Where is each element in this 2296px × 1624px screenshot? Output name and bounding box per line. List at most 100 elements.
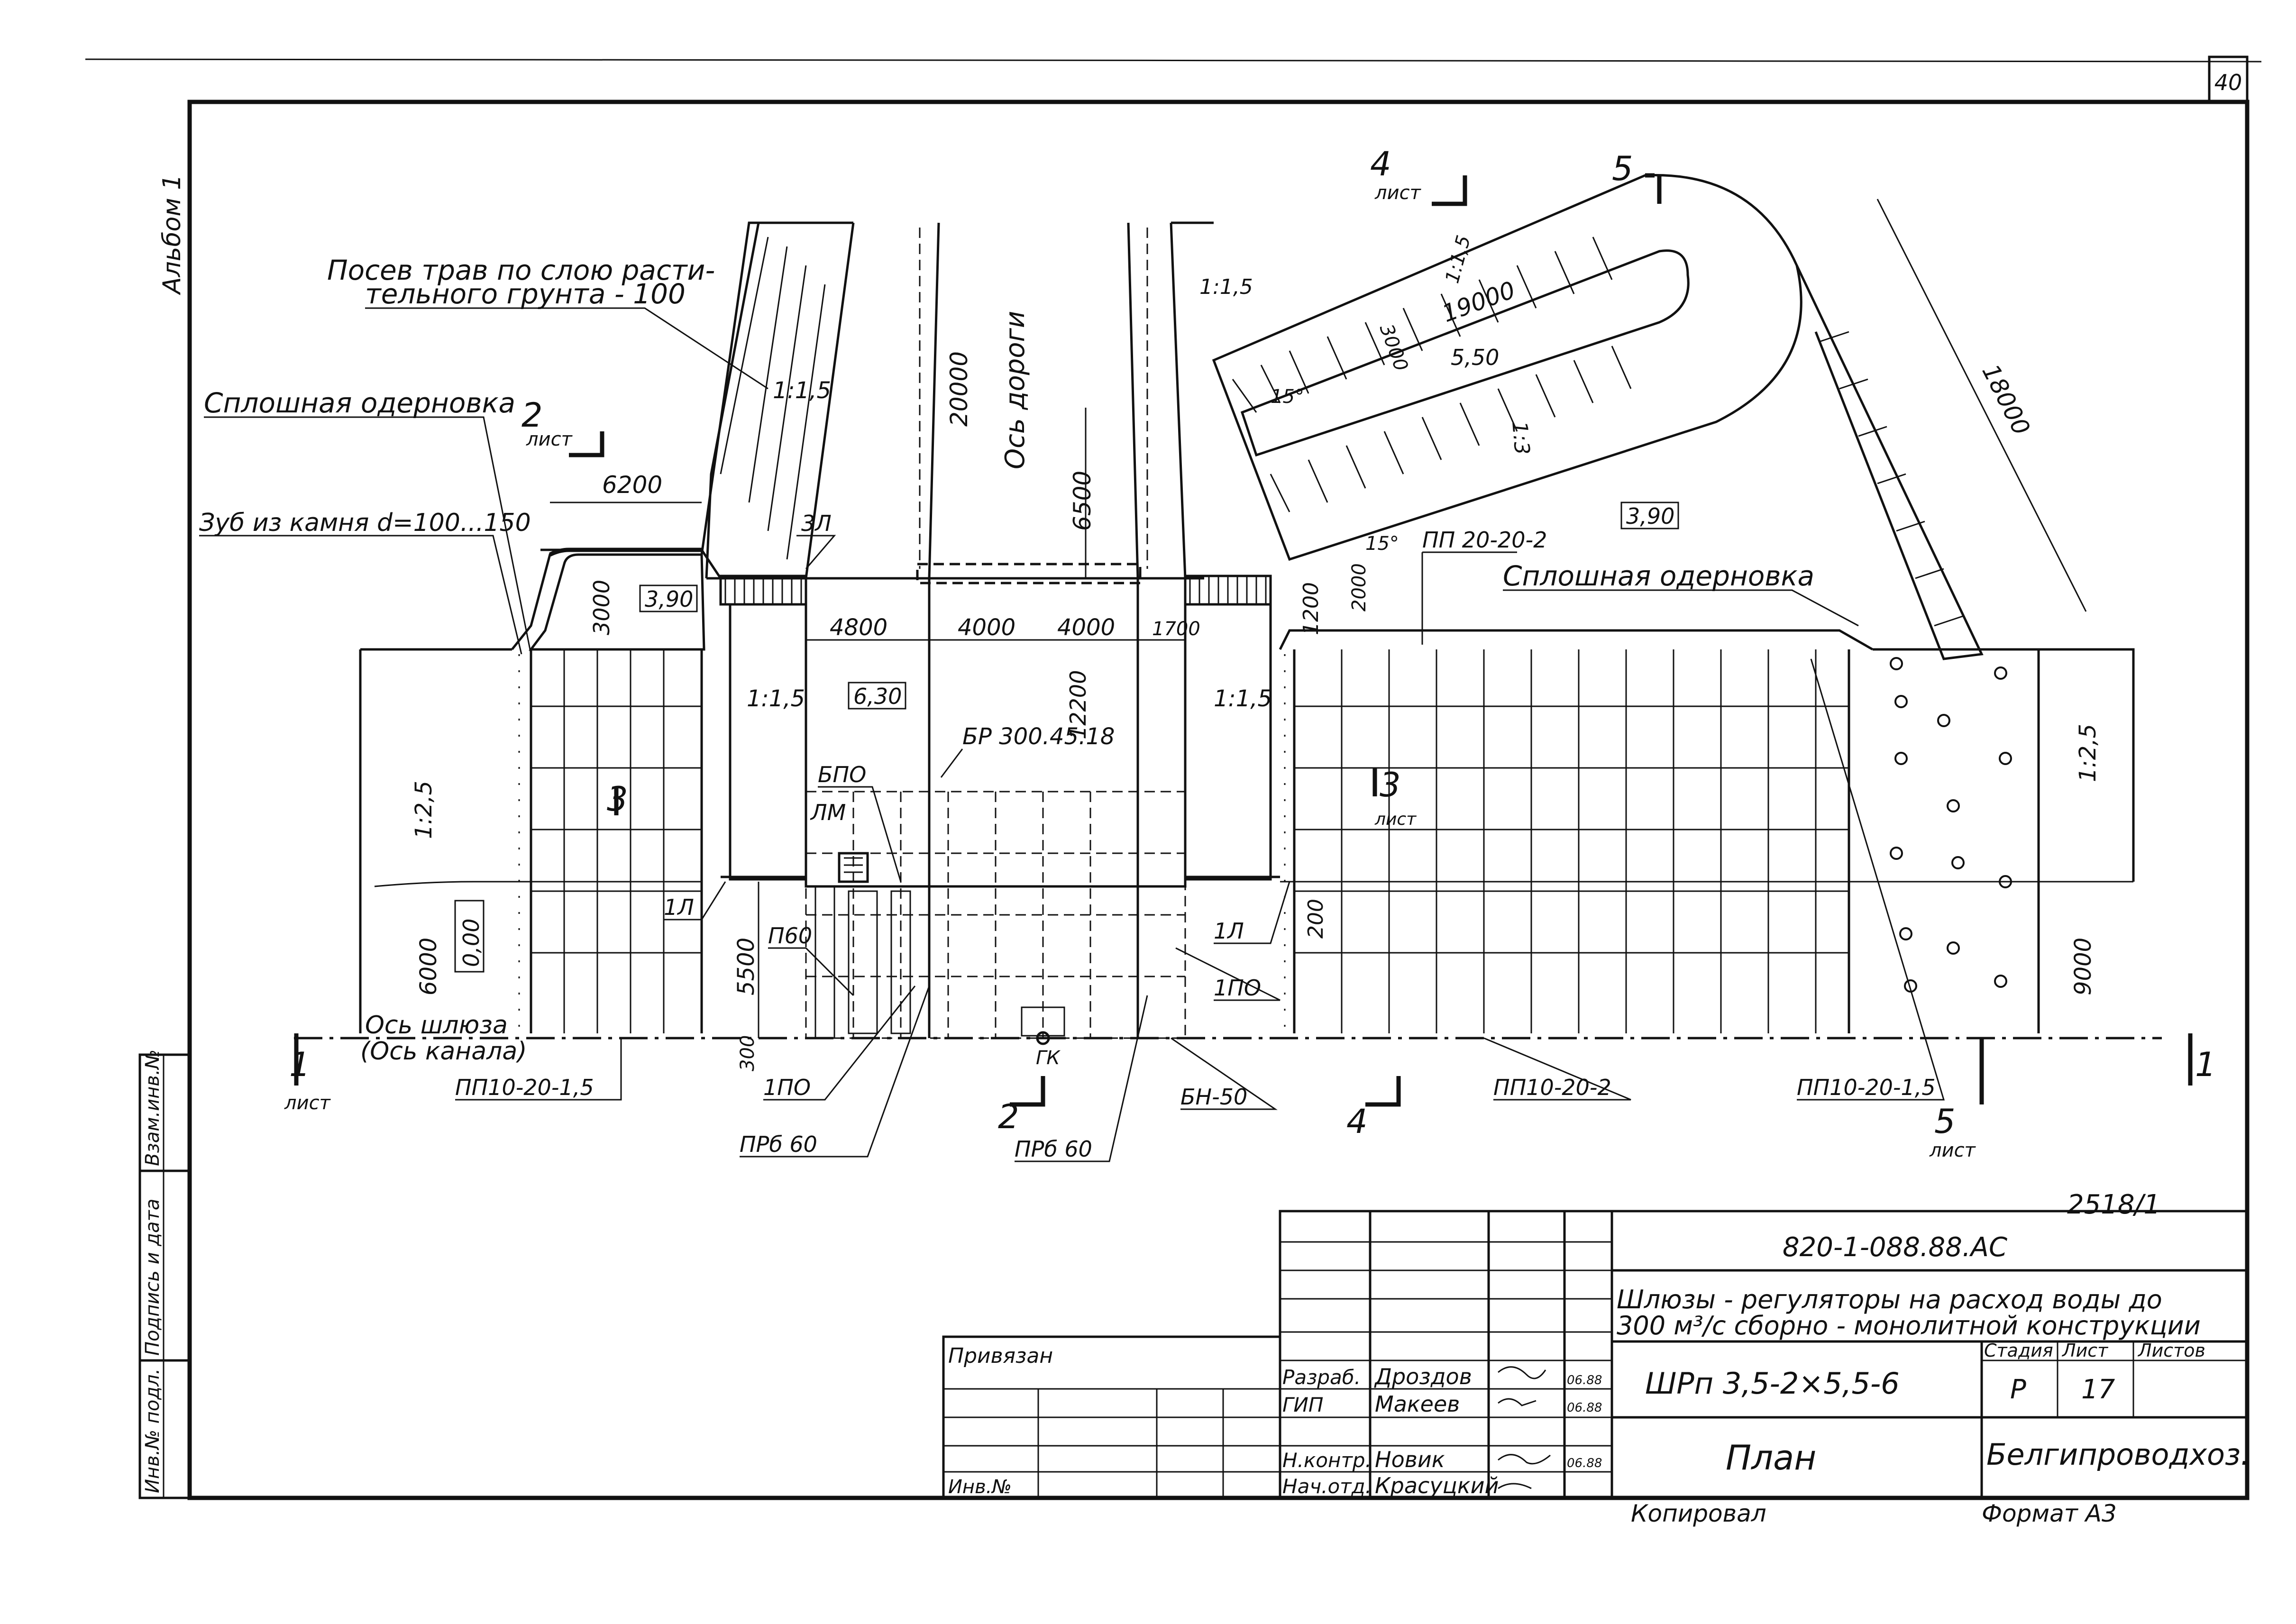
angle-1: 15° bbox=[1271, 386, 1304, 408]
mark-3l: 3Л bbox=[801, 511, 832, 536]
sheet-edge-top bbox=[85, 58, 2262, 63]
elev-550: 5,50 bbox=[1451, 345, 1499, 370]
role-4: Нач.отд. bbox=[1282, 1475, 1372, 1498]
name-4: Красуцкий bbox=[1375, 1473, 1499, 1498]
slope-4: 1:1,5 bbox=[1214, 685, 1272, 712]
left-margin-stamp: Инв.№ подл. Подпись и дата Взам.инв.№ bbox=[138, 1049, 191, 1499]
section-5-top: 5 bbox=[1612, 149, 1633, 188]
lock-structure bbox=[721, 575, 1280, 1045]
section-5-bottom: 5 bbox=[1934, 1102, 1956, 1141]
dim-2000: 2000 bbox=[1348, 563, 1370, 611]
slope-6: 1:3 bbox=[1507, 420, 1534, 456]
mark-1l-left: 1Л bbox=[664, 894, 694, 920]
mark-bpo: БПО bbox=[818, 762, 866, 787]
date-3: 06.88 bbox=[1567, 1456, 1602, 1470]
section-3-right: 3 bbox=[1380, 766, 1401, 804]
role-2: ГИП bbox=[1282, 1393, 1323, 1416]
dim-5500: 5500 bbox=[733, 938, 759, 995]
elev-390-left: 3,90 bbox=[645, 586, 693, 612]
mark-prb60-left: ПРб 60 bbox=[740, 1131, 817, 1157]
copied-label: Копировал bbox=[1631, 1500, 1766, 1527]
format-label: Формат А3 bbox=[1982, 1500, 2117, 1527]
stone-tooth-note: Зуб из камня d=100...150 bbox=[199, 509, 531, 537]
project-line2: 300 м³/с сборно - монолитной конструкции bbox=[1617, 1311, 2201, 1341]
name-2: Макеев bbox=[1375, 1391, 1460, 1417]
name-3: Новик bbox=[1375, 1447, 1445, 1472]
access-ramp bbox=[1212, 173, 1984, 660]
mark-gk: ГК bbox=[1036, 1047, 1061, 1069]
left-slope bbox=[359, 221, 853, 659]
album-label: Альбом 1 bbox=[158, 174, 186, 295]
slope-8: 1:2,5 bbox=[2075, 724, 2101, 782]
section-2-bottom: 2 bbox=[998, 1097, 1019, 1136]
slope-7: 1:2,5 bbox=[411, 781, 437, 839]
section-4-top: 4 bbox=[1370, 145, 1391, 183]
dim-1700: 1700 bbox=[1152, 618, 1200, 640]
section-4-sheet: лист bbox=[1374, 182, 1422, 204]
page-number: 40 bbox=[2214, 70, 2242, 95]
mark-pp-10-20-2: ПП10-20-2 bbox=[1493, 1075, 1611, 1100]
organization: Белгипроводхоз. bbox=[1986, 1437, 2250, 1472]
dim-6000: 6000 bbox=[415, 938, 442, 995]
angle-2: 15° bbox=[1365, 533, 1399, 555]
dim-20000: 20000 bbox=[945, 351, 973, 427]
grass-note-line2: тельного грунта - 100 bbox=[365, 278, 686, 310]
lock-axis-label: Ось шлюза bbox=[365, 1011, 508, 1040]
mark-1po-left: 1ПО bbox=[763, 1075, 811, 1100]
bound-label: Привязан bbox=[948, 1344, 1053, 1368]
mark-br: БР 300.45.18 bbox=[962, 723, 1115, 750]
replacing-inv-label: Взам.инв.№ bbox=[142, 1049, 164, 1166]
sheets-header: Листов bbox=[2137, 1340, 2205, 1361]
slope-2: 1:1,5 bbox=[1199, 275, 1253, 299]
stage-header: Стадия bbox=[1984, 1340, 2053, 1361]
section-3-sheet: лист bbox=[1374, 810, 1417, 829]
slope-3: 1:1,5 bbox=[747, 685, 805, 712]
signature-3 bbox=[1498, 1454, 1551, 1465]
section-3-left: 3 bbox=[607, 780, 628, 819]
dim-4000b: 4000 bbox=[1057, 614, 1115, 641]
title-block: Привязан Инв.№ 820-1-088.88.АС Шлюзы - р… bbox=[942, 1210, 2250, 1499]
section-2-sheet: лист bbox=[526, 429, 573, 450]
dim-9000: 9000 bbox=[2070, 938, 2096, 995]
dim-4000a: 4000 bbox=[958, 614, 1015, 641]
left-bank bbox=[359, 547, 807, 1033]
drawing-title: План bbox=[1726, 1438, 1816, 1478]
right-bank bbox=[1279, 629, 2135, 1033]
slope-1: 1:1,5 bbox=[773, 377, 831, 404]
sod-note-left: Сплошная одерновка bbox=[204, 387, 515, 419]
dim-18000: 18000 bbox=[1976, 360, 2035, 439]
mark-bn50: БН-50 bbox=[1180, 1084, 1247, 1110]
dim-3000-left: 3000 bbox=[589, 580, 614, 635]
date-1: 06.88 bbox=[1567, 1373, 1602, 1387]
section-1-left: 1 bbox=[289, 1045, 311, 1084]
dim-1200: 1200 bbox=[1299, 582, 1323, 635]
section-2-top: 2 bbox=[521, 396, 543, 435]
road-axis-label: Ось дороги bbox=[1000, 311, 1031, 469]
dim-200: 200 bbox=[1304, 899, 1328, 939]
model: ШРп 3,5-2×5,5-6 bbox=[1645, 1366, 1900, 1401]
section-4-bottom: 4 bbox=[1346, 1102, 1368, 1141]
elev-390-right: 3,90 bbox=[1626, 503, 1674, 529]
signature-date-label: Подпись и дата bbox=[142, 1199, 164, 1356]
section-1-sheet: лист bbox=[284, 1092, 331, 1114]
doc-code: 820-1-088.88.АС bbox=[1783, 1232, 2007, 1263]
inv-label: Инв.№ bbox=[948, 1476, 1012, 1498]
stage-value: Р bbox=[2010, 1374, 2026, 1405]
section-1-right: 1 bbox=[2195, 1045, 2216, 1084]
mark-prb60-right: ПРб 60 bbox=[1015, 1136, 1092, 1162]
mark-pp-20-20-2: ПП 20-20-2 bbox=[1422, 527, 1547, 553]
page-number-box bbox=[2208, 55, 2249, 103]
signature-4 bbox=[1498, 1483, 1532, 1489]
signature-1 bbox=[1498, 1366, 1546, 1379]
dim-6500: 6500 bbox=[1069, 471, 1096, 531]
mark-pp-10-20-15-left: ПП10-20-1,5 bbox=[455, 1075, 594, 1100]
sod-note-right: Сплошная одерновка bbox=[1503, 560, 1814, 592]
role-1: Разраб. bbox=[1282, 1366, 1361, 1389]
sheet-header: Лист bbox=[2061, 1340, 2109, 1361]
signature-2 bbox=[1498, 1398, 1537, 1406]
section-5-sheet: лист bbox=[1929, 1140, 1976, 1161]
mark-lm: ЛМ bbox=[810, 800, 846, 825]
sheet-code: 2518/1 bbox=[2067, 1189, 2160, 1220]
axes bbox=[294, 175, 2193, 1107]
